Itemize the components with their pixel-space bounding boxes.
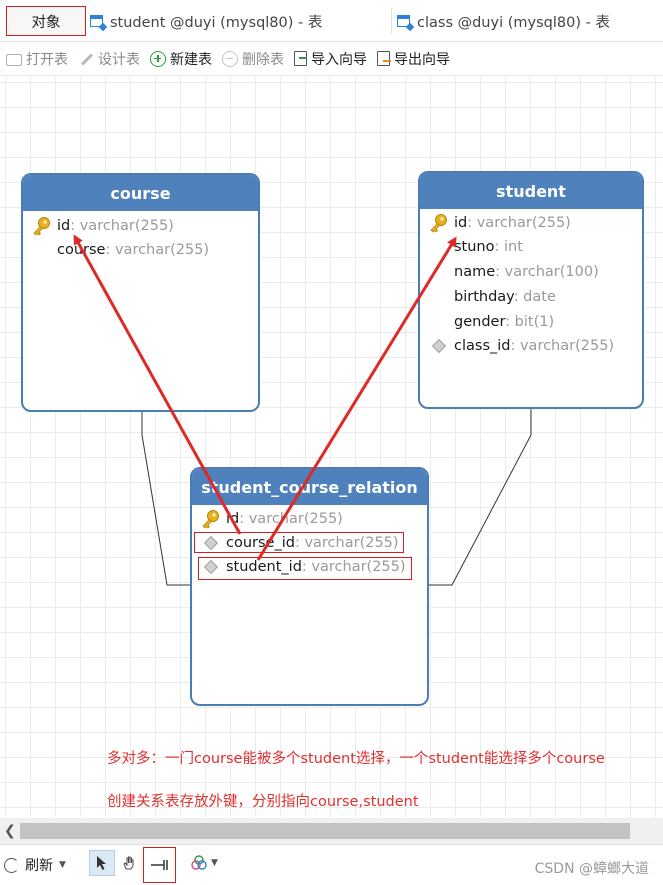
color-circles-icon <box>191 855 207 870</box>
course-id-highlight-box <box>194 532 404 553</box>
field-name: stuno <box>454 239 495 255</box>
table-edit-icon <box>90 14 108 31</box>
field-name: class_id <box>454 338 511 354</box>
entity-field[interactable]: id: varchar(255) <box>202 509 343 529</box>
tab-class-table[interactable]: class @duyi (mysql80) - 表 <box>397 6 610 36</box>
color-palette-button[interactable]: ▼ <box>186 850 222 876</box>
entity-title: course <box>23 175 258 211</box>
refresh-button[interactable]: 刷新 ▼ <box>4 855 66 875</box>
field-name: student_id <box>226 559 302 575</box>
foreign-key-icon <box>431 338 447 354</box>
new-table-label: 新建表 <box>170 51 212 68</box>
delete-table-label: 删除表 <box>242 51 284 68</box>
field-type: : varchar(100) <box>495 264 599 280</box>
scroll-left-arrow-icon[interactable]: ❮ <box>4 823 16 839</box>
design-table-button[interactable]: 设计表 <box>78 49 140 69</box>
field-name: name <box>454 264 496 280</box>
er-diagram-canvas[interactable]: course id: varchar(255) course: varchar(… <box>0 77 663 818</box>
tab-objects-label: 对象 <box>31 14 61 31</box>
refresh-label: 刷新 <box>25 858 53 874</box>
course-relation-line <box>141 412 190 586</box>
field-name: id <box>226 511 240 527</box>
entity-field[interactable]: student_id: varchar(255) <box>203 557 406 577</box>
chevron-down-icon: ▼ <box>211 858 218 868</box>
open-table-label: 打开表 <box>26 51 68 68</box>
tab-bar: 对象 student @duyi (mysql80) - 表 class @du… <box>0 0 663 42</box>
new-table-button[interactable]: 新建表 <box>150 49 212 69</box>
field-name: id <box>57 218 71 234</box>
primary-key-icon <box>430 214 447 233</box>
annotation-note: 多对多：一门course能被多个student选择，一个student能选择多个… <box>107 751 605 767</box>
student-id-highlight-box <box>198 557 412 580</box>
tab-objects[interactable]: 对象 <box>6 6 86 36</box>
entity-field[interactable]: class_id: varchar(255) <box>431 336 615 356</box>
import-wizard-label: 导入向导 <box>311 51 367 68</box>
watermark: CSDN @蟑螂大道 <box>534 861 649 877</box>
refresh-icon <box>4 857 19 873</box>
scrollbar-thumb[interactable] <box>20 823 630 839</box>
remove-circle-icon <box>222 50 238 67</box>
entity-field[interactable]: birthday: date <box>454 287 556 307</box>
bottom-toolbar: 刷新 ▼ ▼ CSDN @蟑螂大道 <box>0 844 663 885</box>
primary-key-icon <box>202 510 219 529</box>
entity-field[interactable]: id: varchar(255) <box>430 213 571 233</box>
field-type: : varchar(255) <box>301 559 406 575</box>
tab-class-label: class @duyi (mysql80) - 表 <box>417 14 610 31</box>
pointer-icon <box>97 856 106 870</box>
object-toolbar: 打开表 设计表 新建表 删除表 导入向导 导出向导 <box>0 42 663 76</box>
field-type: : varchar(255) <box>105 242 210 258</box>
field-type: : date <box>513 289 556 305</box>
folder-open-icon <box>6 53 22 66</box>
entity-title: student_course_relation <box>192 469 427 505</box>
field-type: : varchar(255) <box>467 215 571 231</box>
export-wizard-label: 导出向导 <box>394 51 450 68</box>
field-type: : varchar(255) <box>510 338 615 354</box>
export-icon <box>377 51 391 66</box>
field-name: course <box>57 242 106 258</box>
table-edit-icon <box>397 14 415 31</box>
add-circle-icon <box>150 50 166 67</box>
primary-key-icon <box>33 217 50 236</box>
connect-tool-button[interactable] <box>143 847 176 883</box>
tab-student-label: student @duyi (mysql80) - 表 <box>110 14 323 31</box>
design-table-label: 设计表 <box>98 51 140 68</box>
field-type: : varchar(255) <box>239 511 343 527</box>
entity-field[interactable]: stuno: int <box>454 237 523 257</box>
chevron-down-icon[interactable]: ▼ <box>59 860 66 870</box>
field-type: : int <box>494 239 523 255</box>
tab-student-table[interactable]: student @duyi (mysql80) - 表 <box>90 6 322 36</box>
hand-tool-button[interactable] <box>116 850 142 876</box>
field-name: gender <box>454 314 506 330</box>
course-entity[interactable]: course id: varchar(255) course: varchar(… <box>21 173 260 412</box>
field-name: id <box>454 215 468 231</box>
entity-field[interactable]: course: varchar(255) <box>57 240 209 260</box>
delete-table-button[interactable]: 删除表 <box>222 49 284 69</box>
student-relation-line <box>429 409 532 586</box>
pointer-tool-button[interactable] <box>89 850 115 876</box>
hand-icon <box>123 856 134 870</box>
import-wizard-button[interactable]: 导入向导 <box>294 49 367 69</box>
entity-field[interactable]: name: varchar(100) <box>454 262 599 282</box>
connector-icon <box>150 860 168 870</box>
entity-field[interactable]: gender: bit(1) <box>454 312 554 332</box>
entity-field[interactable]: id: varchar(255) <box>33 216 174 236</box>
horizontal-scrollbar[interactable]: ❮ <box>0 818 663 844</box>
student-entity[interactable]: student id: varchar(255) stuno: int name… <box>418 171 644 409</box>
field-name: birthday <box>454 289 514 305</box>
annotation-note: 创建关系表存放外键，分别指向course,student <box>107 794 419 810</box>
export-wizard-button[interactable]: 导出向导 <box>377 49 450 69</box>
pencil-icon <box>78 51 94 67</box>
field-type: : varchar(255) <box>70 218 174 234</box>
entity-title: student <box>420 173 642 209</box>
open-table-button[interactable]: 打开表 <box>6 49 68 69</box>
student-course-relation-entity[interactable]: student_course_relation id: varchar(255)… <box>190 467 429 706</box>
field-type: : bit(1) <box>505 314 555 330</box>
import-icon <box>294 51 307 66</box>
tab-divider <box>391 8 392 34</box>
